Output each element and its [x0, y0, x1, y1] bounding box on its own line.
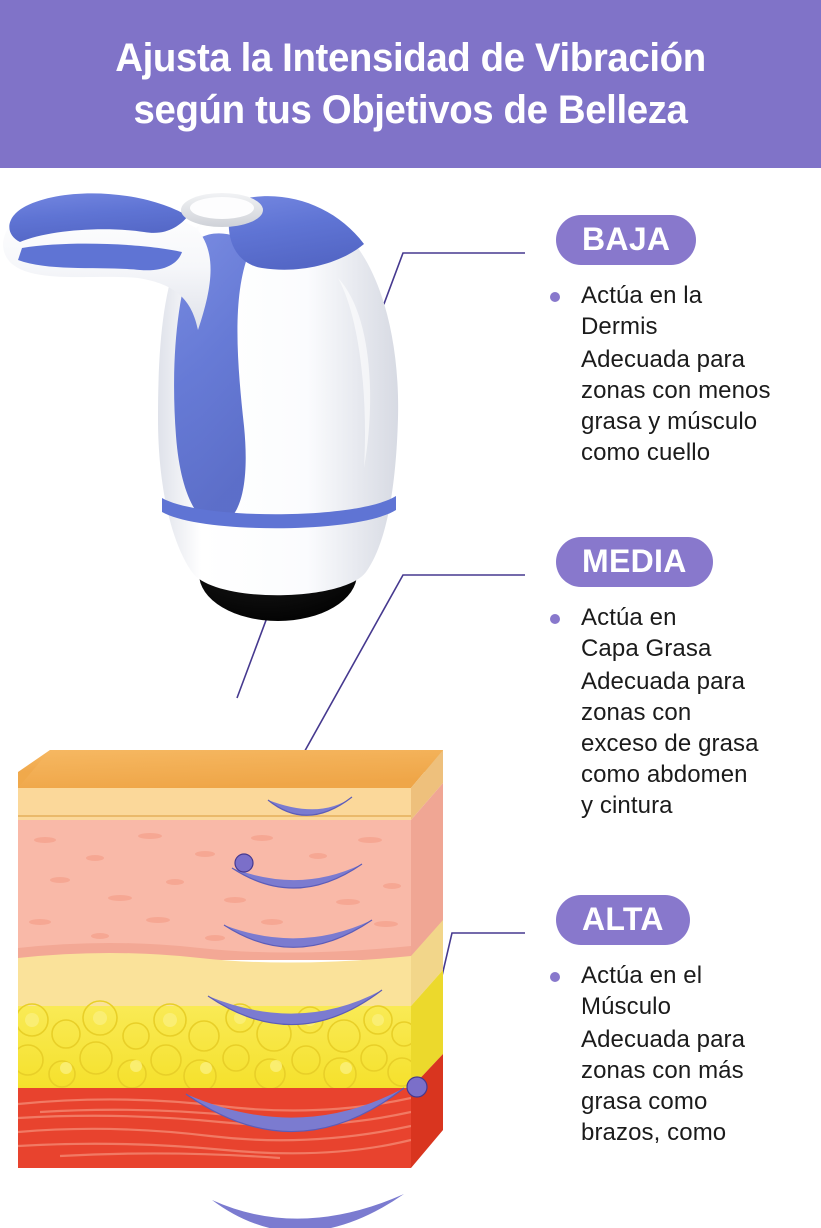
fat-cells-highlight: [25, 1011, 384, 1074]
callout-target-dots: [234, 853, 428, 1098]
device-top-blue-shoulder: [228, 196, 364, 270]
fat-layer-side: [411, 970, 443, 1088]
callout-media-bullet-row: Actúa en Capa Grasa: [547, 602, 821, 664]
callout-media-content: Actúa en Capa Grasa Adecuada para zonas …: [525, 602, 821, 821]
callouts-column: BAJA Actúa en la Dermis Adecuada para zo…: [525, 168, 821, 1228]
power-button-inner: [190, 197, 254, 219]
illustration-area: [0, 168, 525, 1228]
callout-baja-bullet-text: Actúa en la Dermis: [581, 282, 703, 340]
subcutis-layer-side: [411, 920, 443, 1006]
dermis-layer-side: [411, 783, 443, 958]
callout-alta: ALTA Actúa en el Músculo Adecuada para z…: [525, 895, 821, 1148]
callout-baja-bullet-row: Actúa en la Dermis: [547, 280, 821, 342]
vibration-wave-muscle-edge: [185, 1087, 405, 1133]
vibration-waves-inside-block: [185, 796, 405, 1133]
muscle-layer-front: [18, 1088, 411, 1168]
callout-media-bullet-text: Actúa en Capa Grasa: [581, 604, 712, 662]
epidermis-top-face-slant: [18, 750, 443, 788]
vibration-wave-muscle: [186, 1088, 404, 1132]
page-title-line-1: Ajusta la Intensidad de Vibración: [115, 36, 706, 80]
dermis-texture: [29, 833, 401, 941]
callout-baja: BAJA Actúa en la Dermis Adecuada para zo…: [525, 215, 821, 468]
device-handle-blue-grip: [9, 193, 189, 242]
callout-baja-content: Actúa en la Dermis Adecuada para zonas c…: [525, 280, 821, 468]
callout-alta-paragraph: Adecuada para zonas con más grasa como b…: [581, 1026, 746, 1146]
vibration-wave-fat: [208, 990, 382, 1025]
vibration-wave-fat-edge: [207, 989, 383, 1026]
handheld-massager-device: [3, 193, 399, 621]
vibration-wave-dermis-2: [224, 920, 372, 948]
callout-alta-bullet-row: Actúa en el Músculo: [547, 960, 821, 1022]
vibration-wave-dermis-1-edge: [231, 863, 363, 889]
callout-media: MEDIA Actúa en Capa Grasa Adecuada para …: [525, 537, 821, 821]
vibration-waves-below-block: [212, 1194, 404, 1228]
callout-alta-content: Actúa en el Músculo Adecuada para zonas …: [525, 960, 821, 1148]
fat-cells-texture: [18, 1000, 411, 1088]
bullet-dot-icon: [550, 972, 560, 982]
device-handle-blue-grip-lower: [18, 243, 182, 271]
skin-cross-section-block: [18, 750, 443, 1168]
bullet-dot-icon: [550, 292, 560, 302]
page-title-line-2: según tus Objetivos de Belleza: [133, 88, 688, 132]
intensity-badge-media[interactable]: MEDIA: [556, 537, 713, 587]
intensity-badge-baja[interactable]: BAJA: [556, 215, 697, 265]
bullet-dot-icon: [550, 614, 560, 624]
device-blue-ring: [162, 496, 396, 529]
muscle-fiber-lines: [18, 1096, 411, 1160]
massager-and-skin-cross-section: [3, 193, 525, 1228]
device-highlight: [338, 278, 371, 468]
vibration-wave-epidermis: [268, 797, 352, 816]
callout-baja-paragraph: Adecuada para zonas con menos grasa y mú…: [581, 346, 771, 466]
vibration-wave-dermis-1: [232, 864, 362, 889]
vibration-wave-epidermis-edge: [267, 796, 353, 816]
vibration-wave-below-1: [212, 1194, 404, 1228]
intensity-badge-alta[interactable]: ALTA: [556, 895, 690, 945]
header-banner: Ajusta la Intensidad de Vibración según …: [0, 0, 821, 168]
vibration-wave-dermis-2-edge: [223, 919, 373, 948]
callout-alta-bullet-text: Actúa en el Músculo: [581, 962, 703, 1020]
target-dot-alta: [406, 1076, 428, 1098]
target-dot-media: [234, 853, 254, 873]
epidermis-band-side: [411, 750, 443, 820]
subcutis-layer-front: [18, 953, 411, 1006]
callout-media-paragraph: Adecuada para zonas con exceso de grasa …: [581, 668, 759, 819]
